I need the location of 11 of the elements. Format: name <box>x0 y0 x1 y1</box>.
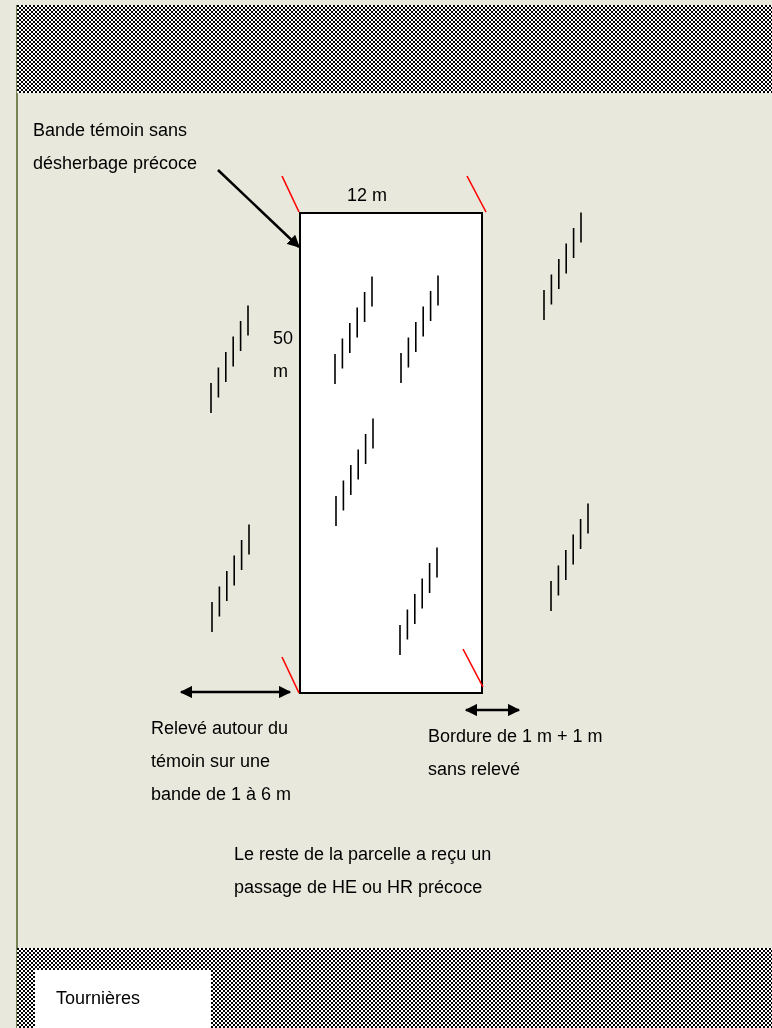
annotation-text: Relevé autour du témoin sur une bande de 1 à 6 m <box>151 717 293 806</box>
control-strip <box>299 212 483 694</box>
callout-text: Bande témoin sans désherbage précoce <box>33 114 265 180</box>
dimension-label: 50 m <box>273 327 295 383</box>
headland-label: Tournières <box>35 970 211 1028</box>
headland-band <box>17 5 772 93</box>
note-text: Le reste de la parcelle a reçu un passage de HE ou HR précoce <box>234 843 493 899</box>
annotation-text: Bordure de 1 m + 1 m sans relevé <box>428 725 604 781</box>
dimension-label: 12 m <box>347 184 389 207</box>
leader-arrow <box>217 169 300 248</box>
headland-band <box>17 948 772 1028</box>
